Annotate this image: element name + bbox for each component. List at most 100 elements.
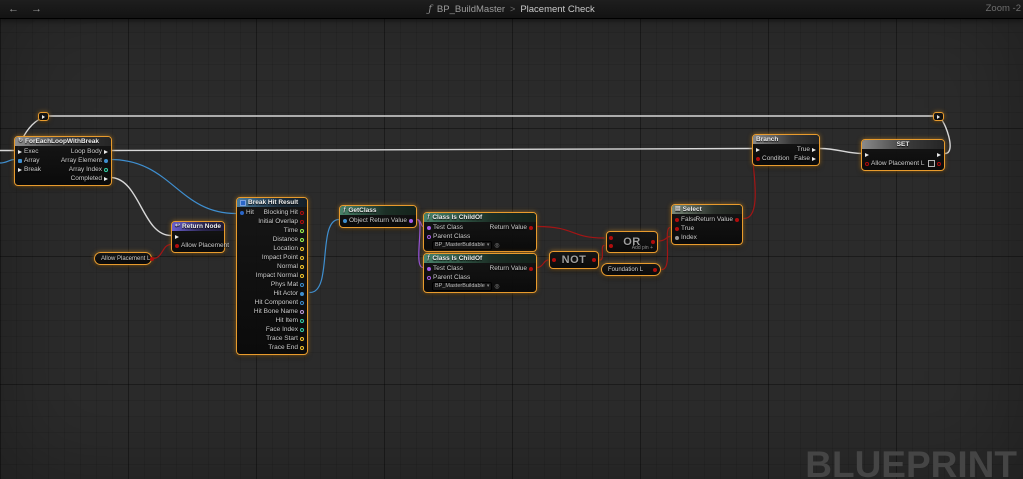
class-is-childof-node-2[interactable]: ƒClass Is ChildOfTest ClassParent ClassB…: [423, 253, 537, 293]
pin-label: Parent Class: [433, 274, 470, 281]
wire-or-to-select-index[interactable]: [659, 237, 670, 242]
exec-pin[interactable]: [18, 150, 22, 154]
foundation-pin[interactable]: [653, 268, 657, 272]
object-pin[interactable]: [343, 219, 347, 223]
trace-start-pin[interactable]: [300, 337, 304, 341]
array-pin[interactable]: [18, 159, 22, 163]
hit-actor-pin[interactable]: [300, 292, 304, 296]
allow-placement-pin[interactable]: [175, 244, 179, 248]
parent-class-select[interactable]: BP_MasterBuildable▾: [432, 282, 492, 291]
face-index-pin[interactable]: [300, 328, 304, 332]
impact-point-pin[interactable]: [300, 256, 304, 260]
loop-body-pin[interactable]: [104, 150, 108, 154]
reroute-node-right[interactable]: [933, 112, 944, 121]
pin-label: Face Index: [266, 326, 298, 333]
foreach-loop-with-break-node[interactable]: ↻ForEachLoopWithBreakExecArrayBreakLoop …: [14, 136, 112, 186]
getclass-node[interactable]: ƒGetClassObjectReturn Value: [339, 205, 417, 228]
phys-mat-pin[interactable]: [300, 283, 304, 287]
allow-placement-getter-node[interactable]: Allow Placement L: [94, 252, 152, 265]
wire-class1-to-or[interactable]: [537, 227, 604, 239]
pin-label: Hit Bone Name: [254, 308, 298, 315]
parent-class-select[interactable]: BP_MasterBuildable▾: [432, 241, 492, 250]
true-pin[interactable]: [675, 227, 679, 231]
return-value-pin[interactable]: [409, 219, 413, 223]
wire-array-edge-to-foreach[interactable]: [0, 160, 15, 164]
return-value-pin[interactable]: [735, 218, 739, 222]
set-allow-placement-node[interactable]: SETAllow Placement L: [861, 139, 945, 171]
reroute-node-left[interactable]: [38, 112, 49, 121]
wire-foundation-to-select[interactable]: [662, 228, 670, 270]
exec-pin[interactable]: [756, 148, 760, 152]
reroute-pin[interactable]: [42, 115, 45, 119]
wire-completed-to-return[interactable]: [110, 178, 171, 236]
node-header: ƒGetClass: [340, 206, 416, 215]
break-hit-result-node[interactable]: Break Hit ResultHitBlocking HitInitial O…: [236, 197, 308, 355]
blocking-hit-pin[interactable]: [300, 211, 304, 215]
initial-overlap-pin[interactable]: [300, 220, 304, 224]
back-button[interactable]: ←: [8, 0, 19, 18]
hit-component-pin[interactable]: [300, 301, 304, 305]
array-index-pin[interactable]: [104, 168, 108, 172]
class-is-childof-node-1[interactable]: ƒClass Is ChildOfTest ClassParent ClassB…: [423, 212, 537, 252]
branch-node[interactable]: BranchConditionTrueFalse: [752, 134, 820, 166]
false-pin[interactable]: [675, 218, 679, 222]
hit-bone-name-pin[interactable]: [300, 310, 304, 314]
bool-pin[interactable]: [937, 162, 941, 166]
node-header: ƒClass Is ChildOf: [424, 213, 536, 222]
parent-class-pin[interactable]: [427, 276, 431, 280]
exec-pin[interactable]: [865, 153, 869, 157]
pin-label: Return Value: [696, 216, 733, 223]
reroute-pin[interactable]: [937, 115, 940, 119]
return-value-pin[interactable]: [529, 267, 533, 271]
exec-pin[interactable]: [937, 153, 941, 157]
exec-pin[interactable]: [175, 235, 179, 239]
select-node[interactable]: ▤SelectFalseTrueIndexReturn Value: [671, 204, 743, 245]
add-pin-button[interactable]: Add pin +: [632, 245, 653, 251]
location-pin[interactable]: [300, 247, 304, 251]
hit-pin[interactable]: [240, 211, 244, 215]
forward-button[interactable]: →: [31, 0, 42, 18]
node-title: Branch: [756, 135, 778, 144]
impact-normal-pin[interactable]: [300, 274, 304, 278]
allow-placement-pin[interactable]: [150, 257, 154, 261]
normal-pin[interactable]: [300, 265, 304, 269]
distance-pin[interactable]: [300, 238, 304, 242]
break-pin[interactable]: [18, 168, 22, 172]
pin-label: Exec: [24, 148, 38, 155]
bool-pin[interactable]: [592, 258, 596, 262]
parent-class-pin[interactable]: [427, 235, 431, 239]
hit-item-pin[interactable]: [300, 319, 304, 323]
test-class-pin[interactable]: [427, 267, 431, 271]
wire-class2-to-not[interactable]: [537, 260, 548, 268]
wire-select-to-branch[interactable]: [744, 159, 755, 219]
pin-label: Completed: [71, 175, 102, 182]
test-class-pin[interactable]: [427, 226, 431, 230]
node-icon: ↻: [18, 137, 23, 146]
or-node[interactable]: ORAdd pin +: [606, 231, 658, 253]
array-element-pin[interactable]: [104, 159, 108, 163]
return-value-pin[interactable]: [529, 226, 533, 230]
time-pin[interactable]: [300, 229, 304, 233]
wire-hitactor-to-getclass[interactable]: [310, 220, 339, 293]
node-title: Select: [683, 205, 702, 214]
bool-pin[interactable]: [651, 240, 655, 244]
false-pin[interactable]: [812, 157, 816, 161]
completed-pin[interactable]: [104, 177, 108, 181]
foundation-getter-node[interactable]: Foundation L: [601, 263, 661, 276]
true-pin[interactable]: [812, 148, 816, 152]
allow-placement-l-pin[interactable]: [865, 162, 869, 166]
wire-branch-true-to-set[interactable]: [820, 149, 862, 154]
wire-not-to-or[interactable]: [600, 246, 604, 261]
node-title: Class Is ChildOf: [432, 254, 482, 263]
condition-pin[interactable]: [756, 157, 760, 161]
pin-label: Hit: [246, 209, 254, 216]
wire-allowplacement-to-return[interactable]: [153, 245, 171, 259]
return-node[interactable]: ↩Return NodeAllow Placement: [171, 221, 225, 253]
node-header: Break Hit Result: [237, 198, 307, 207]
wire-loopbody-to-branch[interactable]: [110, 149, 753, 151]
not-node[interactable]: NOT: [549, 251, 599, 269]
index-pin[interactable]: [675, 236, 679, 240]
pin-label: Phys Mat: [271, 281, 298, 288]
trace-end-pin[interactable]: [300, 346, 304, 350]
